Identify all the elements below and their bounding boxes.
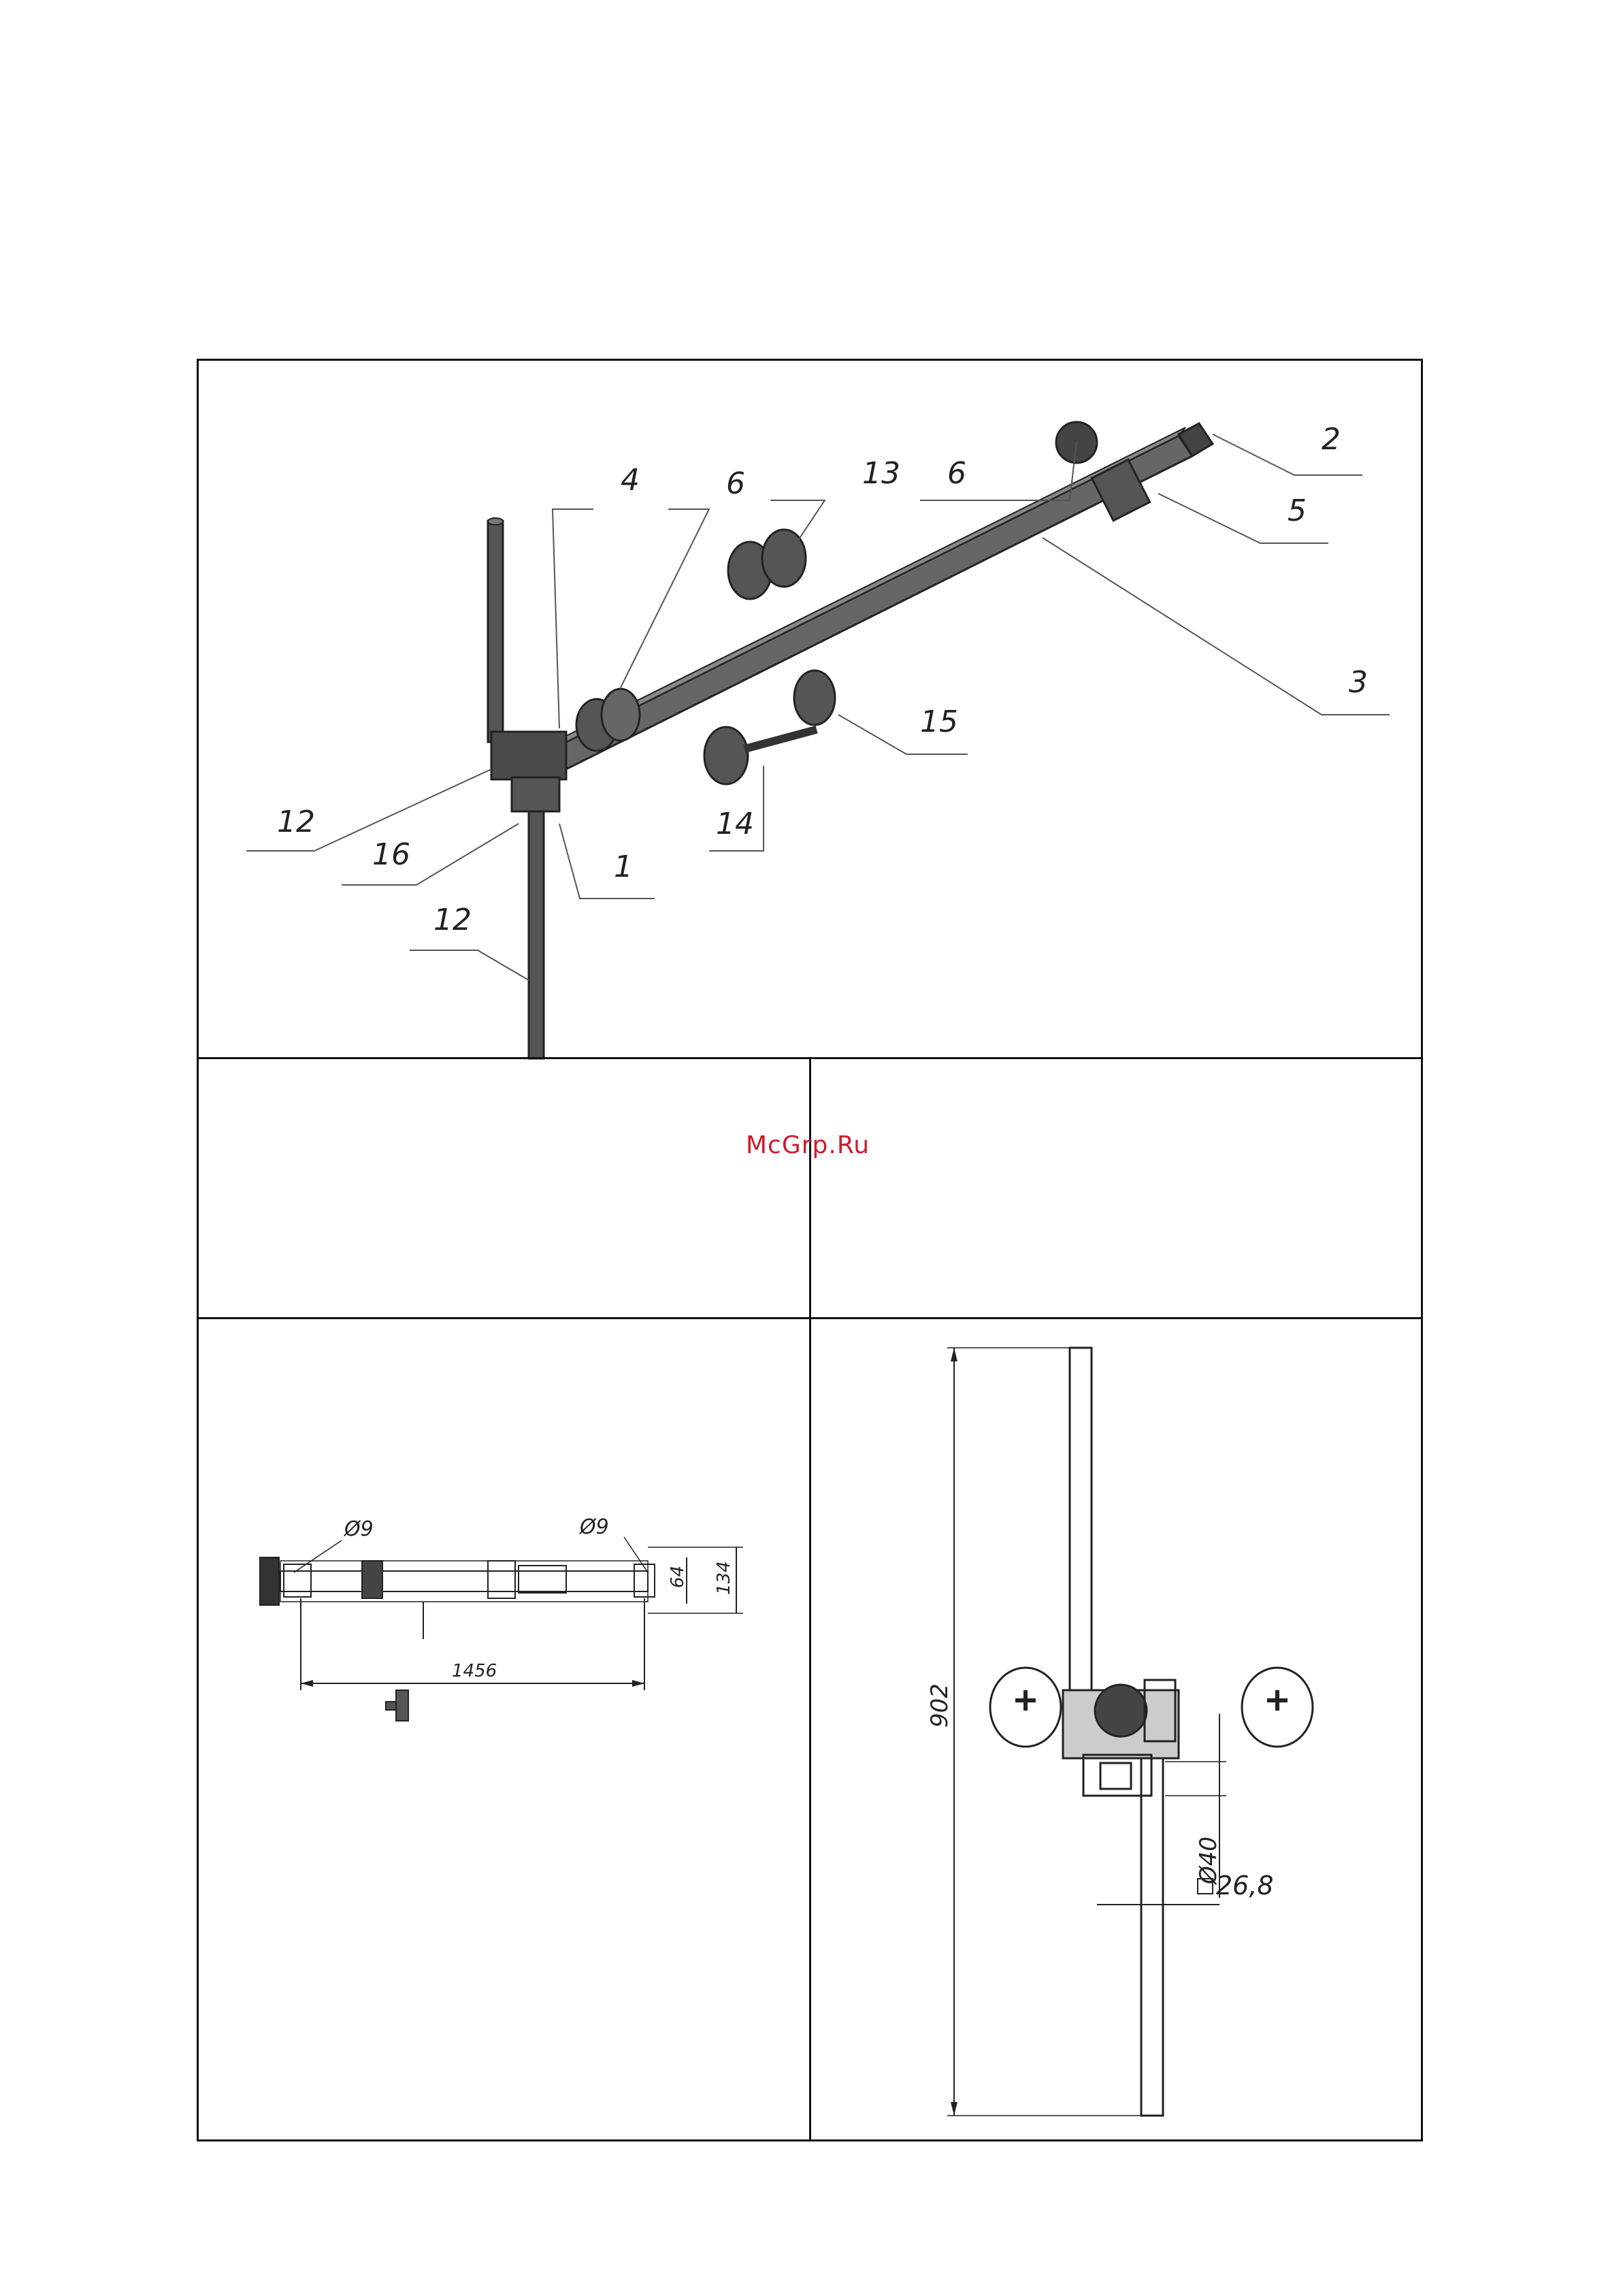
callout-6-left: 6 — [726, 466, 745, 501]
left-clamp — [491, 732, 566, 779]
weight-disc — [704, 727, 748, 784]
watermark: McGrp.Ru — [746, 1131, 870, 1159]
plan-view-drawing: 1456 64 134 Ø9 Ø9 — [199, 1319, 813, 2144]
weight-disc — [794, 670, 835, 725]
callout-5: 5 — [1288, 494, 1307, 528]
isometric-drawing: 4 6 13 6 2 5 3 15 14 1 12 16 12 — [199, 361, 1425, 1061]
dim-outer: 134 — [714, 1561, 734, 1595]
callout-12-bottom: 12 — [433, 903, 472, 937]
weight-rod — [743, 726, 817, 753]
dim-length: 1456 — [452, 1661, 497, 1681]
hole-right-label: Ø9 — [578, 1515, 609, 1539]
callout-3: 3 — [1349, 665, 1368, 700]
plan-view-panel: 1456 64 134 Ø9 Ø9 — [197, 1317, 811, 2141]
empty-cell-right — [809, 1057, 1423, 1319]
empty-cell-left — [197, 1057, 811, 1319]
vertical-pole-upper — [488, 521, 503, 742]
callout-1: 1 — [614, 850, 633, 884]
weight-plan — [396, 1690, 408, 1721]
callout-12-top: 12 — [277, 805, 315, 839]
callout-16: 16 — [372, 837, 410, 872]
callout-14: 14 — [716, 807, 754, 841]
callout-13: 13 — [862, 456, 900, 491]
side-view-panel: 902 Ø40 26,8 — [809, 1317, 1423, 2141]
callout-6-right: 6 — [947, 456, 966, 491]
vertical-pole-lower — [529, 790, 544, 1058]
dim-inner: 64 — [668, 1566, 688, 1588]
dim-height: 902 — [926, 1683, 953, 1728]
callout-4: 4 — [621, 463, 640, 498]
callout-2: 2 — [1322, 422, 1341, 457]
dim-tube-square: 26,8 — [1216, 1871, 1274, 1901]
hole-left-label: Ø9 — [343, 1517, 374, 1541]
callout-15: 15 — [920, 705, 958, 739]
side-view-drawing: 902 Ø40 26,8 — [811, 1319, 1425, 2144]
isometric-view-panel: 4 6 13 6 2 5 3 15 14 1 12 16 12 — [197, 359, 1423, 1059]
